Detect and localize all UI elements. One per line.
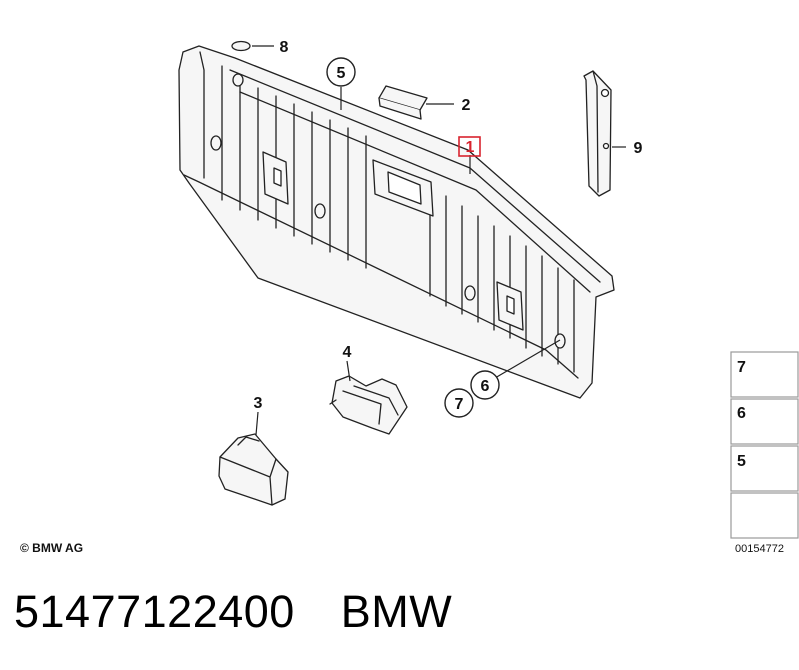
part-number: 51477122400 xyxy=(14,586,295,637)
callout-1: 1 xyxy=(466,139,475,156)
callout-7: 7 xyxy=(455,396,464,413)
callout-2: 2 xyxy=(462,97,471,114)
bracket-part-4 xyxy=(329,375,408,435)
brand-name: BMW xyxy=(340,586,453,637)
pad-part-2 xyxy=(378,85,428,120)
block-part-3 xyxy=(218,433,289,506)
callout-8: 8 xyxy=(280,39,289,56)
callout-9: 9 xyxy=(634,140,643,157)
trim-panel-drawing xyxy=(178,45,615,399)
callout-5: 5 xyxy=(337,65,346,82)
legend-box-7 xyxy=(730,351,799,398)
callout-6: 6 xyxy=(481,378,490,395)
fastener-legend: 7 6 5 xyxy=(730,351,799,539)
legend-label-7: 7 xyxy=(737,359,746,376)
part-number-caption: 51477122400 BMW xyxy=(14,586,452,638)
callout-circle-7 xyxy=(444,388,474,418)
legend-box-5 xyxy=(730,445,799,492)
legend-label-6: 6 xyxy=(737,405,746,422)
plug-part-8 xyxy=(231,40,251,52)
callout-circle-6 xyxy=(470,370,500,400)
highlight-box-1 xyxy=(458,136,481,157)
callout-4: 4 xyxy=(343,344,352,361)
trim-strip-part-9 xyxy=(583,70,612,197)
diagram-id: 00154772 xyxy=(735,543,784,555)
legend-label-5: 5 xyxy=(737,453,746,470)
legend-box-6 xyxy=(730,398,799,445)
callout-circle-5 xyxy=(326,57,356,87)
copyright-notice: © BMW AG xyxy=(20,541,84,555)
legend-box-arrow xyxy=(730,492,799,539)
callout-3: 3 xyxy=(254,395,263,412)
